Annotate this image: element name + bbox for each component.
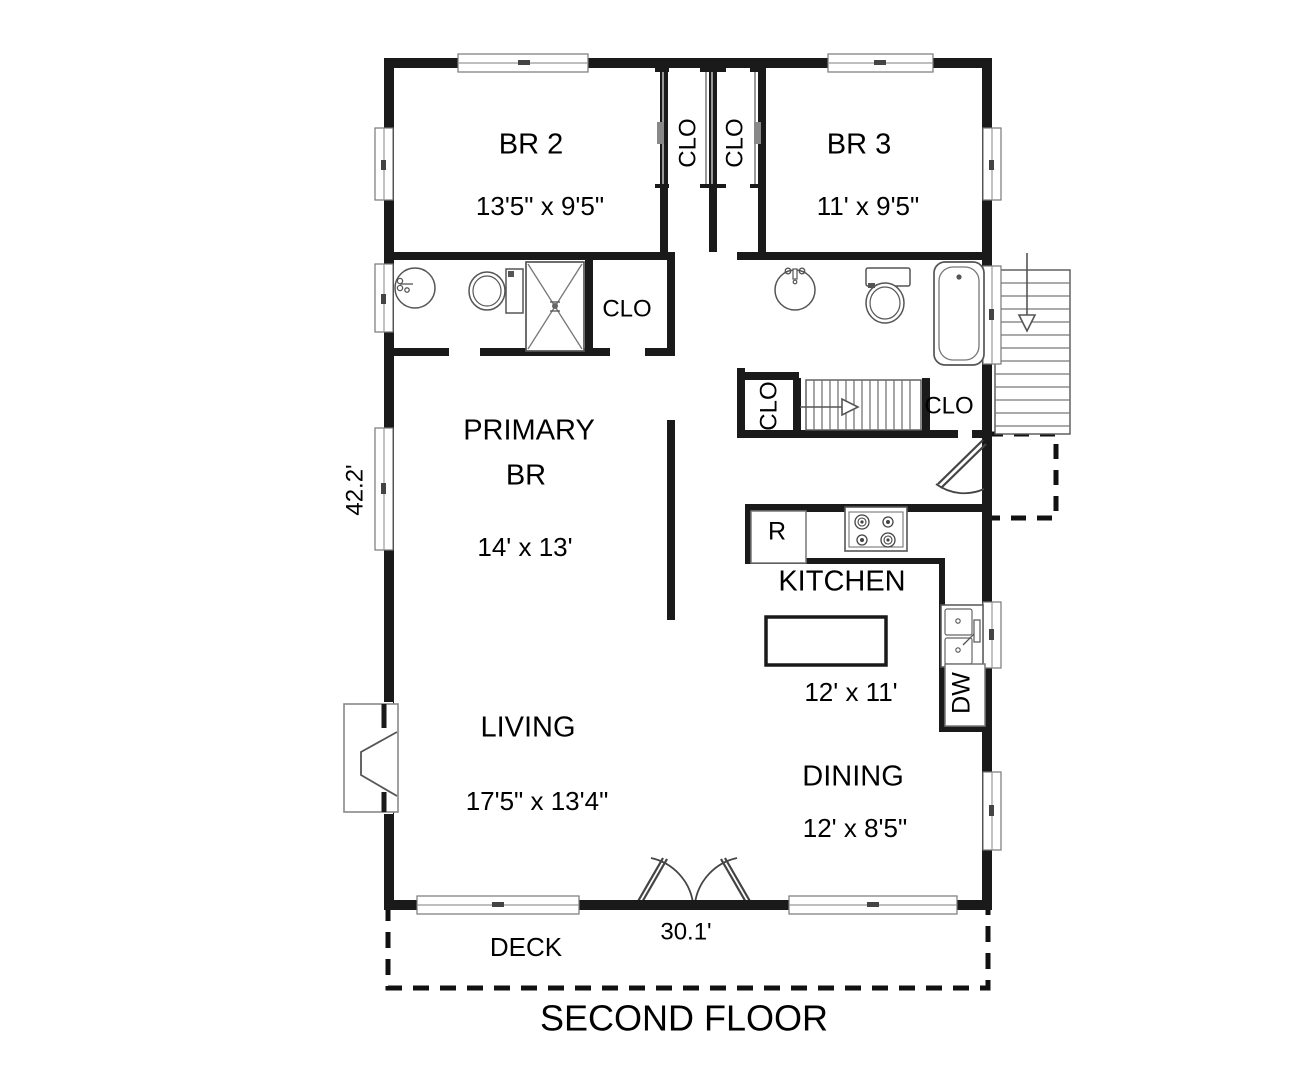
- closet-labels: CLO CLO CLO CLO CLO: [602, 118, 973, 430]
- dimension-bottom-side: 30.1': [660, 918, 711, 945]
- door-swing-hall: [935, 439, 987, 495]
- toilet-icon-primary: [468, 268, 524, 314]
- stair-direction-arrow-right: [800, 397, 860, 417]
- label-kitchen-name: KITCHEN: [778, 566, 905, 598]
- exterior-landing-outline: [988, 431, 1059, 521]
- primary-bath-fixtures: [394, 261, 585, 352]
- label-clo-hall-left: CLO: [755, 381, 782, 430]
- kitchen-fixtures: [750, 506, 986, 727]
- interior-stairs: [800, 379, 922, 431]
- label-primary-name2: BR: [506, 460, 546, 492]
- room-labels: BR 2 13'5" x 9'5" BR 3 11' x 9'5" PRIMAR…: [463, 129, 919, 843]
- window-br3-east: [982, 127, 1002, 201]
- page-title: SECOND FLOOR: [540, 998, 828, 1039]
- label-refrigerator: R: [768, 518, 786, 546]
- cooktop-icon: [844, 506, 908, 552]
- hall-bath-fixtures: [774, 261, 985, 366]
- label-kitchen-dims: 12' x 11': [804, 677, 897, 707]
- dimension-left-side: 42.2': [341, 464, 368, 515]
- exterior-stairs: [994, 253, 1071, 435]
- window-primary-br-west: [374, 427, 394, 551]
- label-dining-name: DINING: [802, 761, 904, 793]
- window-dining-south: [788, 895, 958, 915]
- dimension-labels: 42.2' 30.1': [341, 464, 711, 945]
- closet-doors-center: [655, 68, 766, 214]
- label-deck: DECK: [490, 932, 563, 962]
- french-doors-to-deck: [636, 857, 752, 909]
- label-primary-dims: 14' x 13': [477, 532, 572, 562]
- bay-window-living-west: [343, 702, 399, 814]
- appliance-labels: R DW: [768, 518, 976, 714]
- label-living-name: LIVING: [480, 712, 575, 744]
- window-br2-west: [374, 127, 394, 201]
- label-dishwasher: DW: [948, 672, 976, 714]
- sink-icon-primary: [394, 267, 436, 309]
- label-br3-dims: 11' x 9'5": [817, 191, 920, 221]
- toilet-icon-hall: [865, 267, 911, 324]
- stair-direction-arrow-down: [1017, 253, 1037, 333]
- kitchen-sink-icon: [940, 604, 984, 668]
- window-primary-bath-west: [374, 263, 394, 333]
- label-clo-br3: CLO: [721, 118, 748, 167]
- sink-icon-hall: [774, 267, 816, 311]
- deck-outline: [385, 905, 991, 991]
- label-br2-dims: 13'5" x 9'5": [476, 191, 604, 221]
- window-br2-north: [457, 53, 589, 73]
- kitchen-island: [764, 615, 888, 667]
- bathtub-icon-hall: [933, 261, 985, 366]
- window-br3-north: [827, 53, 934, 73]
- label-clo-hall-right: CLO: [924, 392, 973, 419]
- label-br3-name: BR 3: [827, 129, 891, 161]
- label-primary-name: PRIMARY: [463, 415, 595, 447]
- window-kitchen-east: [982, 601, 1002, 669]
- label-clo-primary: CLO: [602, 295, 651, 322]
- label-dining-dims: 12' x 8'5": [803, 813, 907, 843]
- label-clo-br2: CLO: [674, 118, 701, 167]
- window-hall-bath-east: [982, 265, 1002, 365]
- label-br2-name: BR 2: [499, 129, 563, 161]
- refrigerator-icon: [750, 510, 807, 564]
- label-living-dims: 17'5" x 13'4": [466, 786, 609, 816]
- shower-icon-primary: [525, 261, 585, 352]
- window-living-south: [416, 895, 580, 915]
- window-dining-east: [982, 771, 1002, 851]
- dishwasher-icon: [944, 663, 986, 727]
